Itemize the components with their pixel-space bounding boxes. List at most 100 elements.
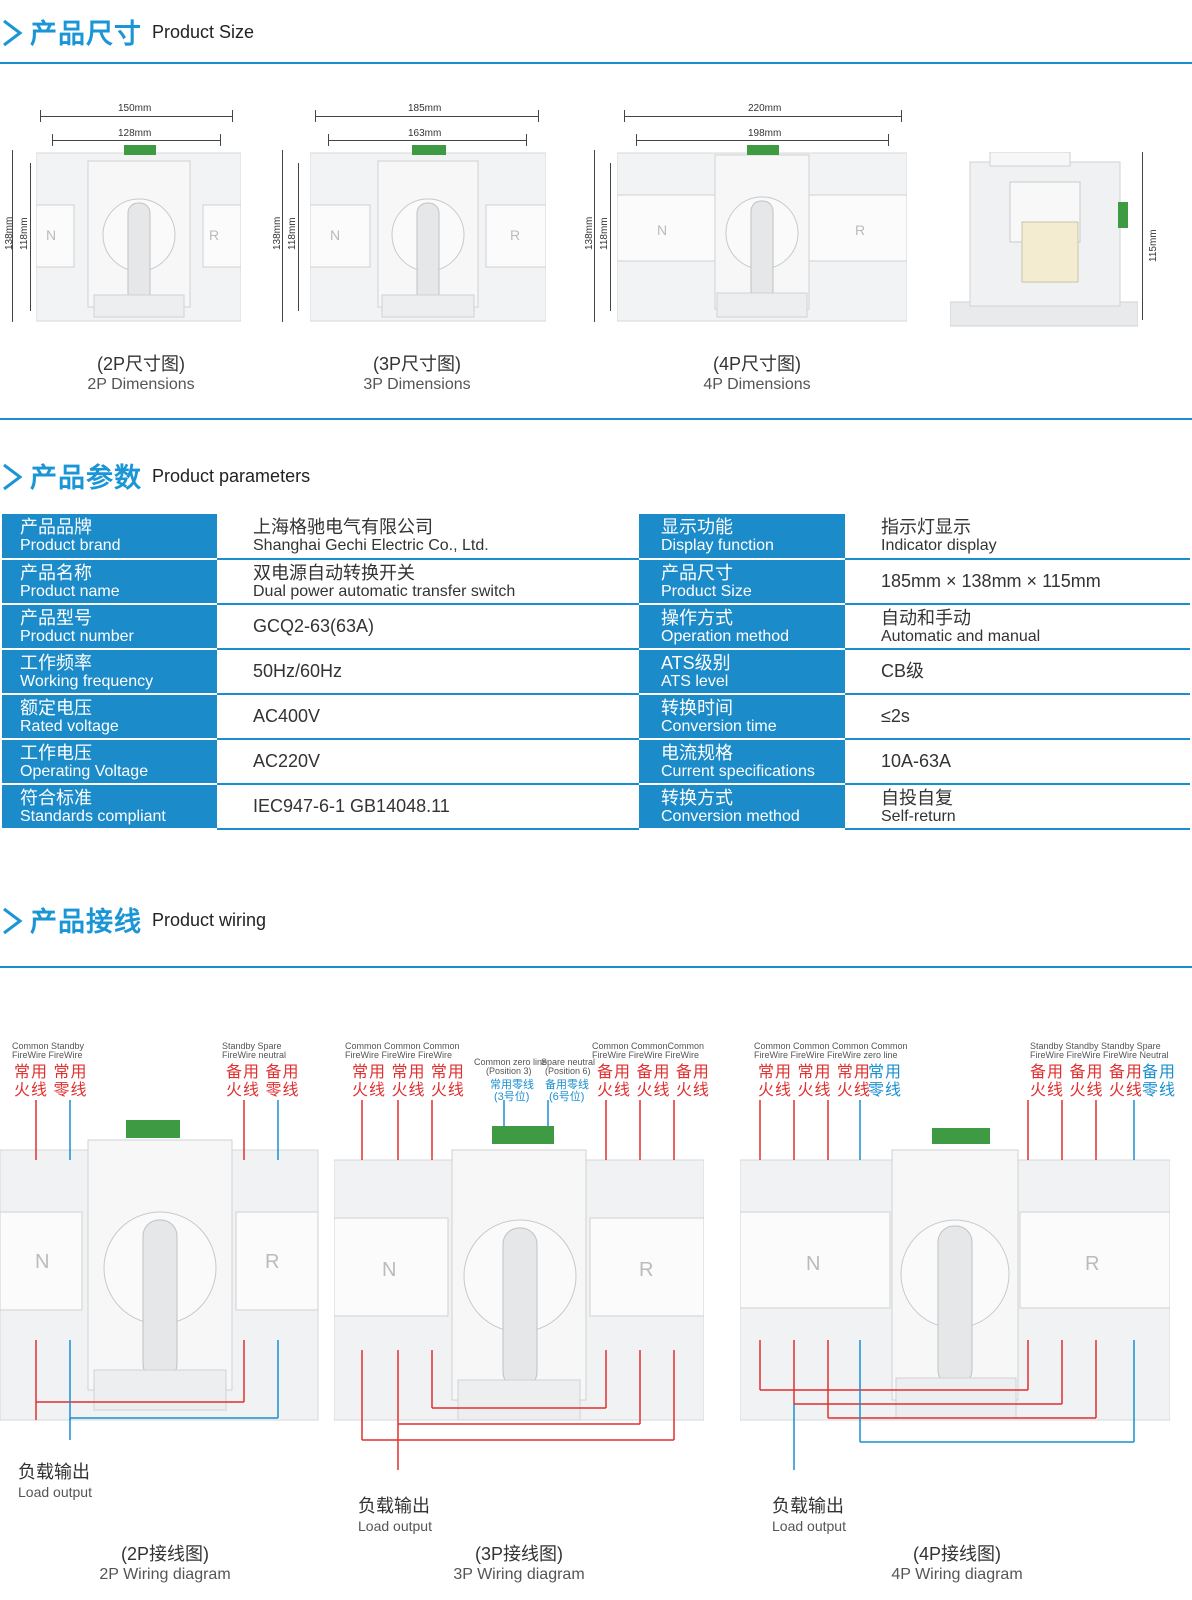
wire-label-zh: 常用 常用 常用 [352,1064,465,1081]
svg-text:N: N [35,1251,49,1273]
param-label-text: 电流规格 [661,742,733,763]
dim-inner-width: 198mm [748,128,782,139]
device-side-image [950,152,1138,327]
wire-label-zh: (6号位) [549,1091,585,1103]
divider [0,62,1192,64]
dim-inner-height: 118mm [19,217,30,250]
svg-text:R: R [265,1251,279,1273]
param-label-text-en: Display function [661,537,774,554]
device-3p-image: N R [310,145,546,322]
svg-text:N: N [330,227,340,243]
param-label-text-en: ATS level [661,672,729,690]
dim-inner-height: 118mm [287,217,298,250]
figure-caption-en: 3P Dimensions [363,376,471,393]
param-label-text: 产品型号 [20,607,92,628]
svg-text:N: N [382,1259,396,1281]
param-value-text-en: Shanghai Gechi Electric Co., Ltd. [253,537,489,554]
figure-caption-en: 2P Wiring diagram [99,1566,231,1583]
svg-text:R: R [510,227,520,243]
param-value: AC220V [217,739,639,785]
load-output-zh: 负载输出 [358,1496,430,1516]
wire-label-zh: 备用零线 [545,1079,589,1091]
wiring-3p-drawing: N R [334,1100,704,1470]
param-value-text-en: Automatic and manual [881,627,1041,645]
load-output-en: Load output [18,1484,92,1500]
load-output-zh: 负载输出 [18,1462,90,1482]
wire-label-en: FireWire FireWire FireWire [592,1050,699,1060]
wire-label-en: (Position 3) [486,1066,532,1076]
wire-label-en: Common zero line [474,1057,548,1067]
param-value-text: 指示灯显示 [881,517,971,537]
wire-label-zh: 零线 [868,1082,903,1099]
param-value: ≤2s [845,694,1190,740]
param-label-text: 产品尺寸 [661,562,733,583]
param-value: GCQ2-63(63A) [217,604,639,650]
param-label-text-en: Product number [20,627,134,645]
divider [0,966,1192,968]
wire-label-en: FireWire FireWire [12,1050,83,1060]
param-value-text: 10A-63A [881,751,952,771]
wiring-4p-drawing: N R [740,1100,1170,1470]
dim-depth: 115mm [1148,229,1159,262]
wire-label-zh: 常用 [868,1064,903,1081]
param-label-text: 产品品牌 [20,517,92,537]
figure-caption-zh: (3P尺寸图) [372,354,461,374]
wire-label-en: FireWire FireWire FireWire zero line [754,1050,898,1060]
wire-label-zh: 火线 火线 火线 [597,1082,710,1099]
param-value: 10A-63A [845,739,1190,785]
wire-label-en: Common Standby [12,1041,85,1051]
param-value-text-en: Self-return [881,807,956,825]
wire-label-zh: 备用 备用 [226,1064,300,1081]
param-value: 50Hz/60Hz [217,649,639,695]
dim-outer-width: 220mm [748,103,782,114]
param-label-text: 产品名称 [20,562,92,583]
param-value-text: IEC947-6-1 GB14048.11 [253,796,450,816]
param-label-text-en: Current specifications [661,762,815,780]
param-value-text: GCQ2-63(63A) [253,616,375,636]
figure-caption-zh: (2P接线图) [120,1544,209,1564]
wire-label-en: Common Common Common Common [754,1041,908,1051]
wire-label-zh: 常用 常用 [14,1064,88,1081]
wire-label-en: FireWire FireWire FireWire Neutral [1030,1050,1169,1060]
device-2p-image: N R [36,145,241,322]
param-label-text: 工作频率 [20,652,92,673]
svg-text:N: N [806,1253,820,1275]
chevron-right-icon [3,19,23,47]
param-label-text: ATS级别 [661,652,731,673]
svg-text:R: R [639,1259,653,1281]
param-label-text-en: Working frequency [20,672,154,690]
param-label-text-en: Product brand [20,537,121,554]
figure-caption-zh: (2P尺寸图) [96,354,185,374]
param-label-text: 符合标准 [20,787,92,808]
section-title-en: Product parameters [152,466,311,486]
wire-label-zh: 零线 [1142,1082,1177,1099]
param-value-text-en: Dual power automatic transfer switch [253,582,516,600]
wire-label-zh: 常用 常用 常用 [758,1064,871,1081]
section-title-zh: 产品尺寸 [30,19,142,49]
svg-text:N: N [657,222,667,238]
svg-text:N: N [46,227,56,243]
svg-text:R: R [209,227,219,243]
param-value: CB级 [845,649,1190,695]
dim-inner-width: 163mm [408,128,442,139]
svg-text:R: R [1085,1253,1099,1275]
param-value-text: 双电源自动转换开关 [253,562,415,583]
wire-label-zh: 火线 火线 火线 [352,1082,465,1099]
wire-label-zh: 常用零线 [490,1079,534,1091]
param-label-text-en: Product Size [661,582,752,600]
divider [0,418,1192,420]
